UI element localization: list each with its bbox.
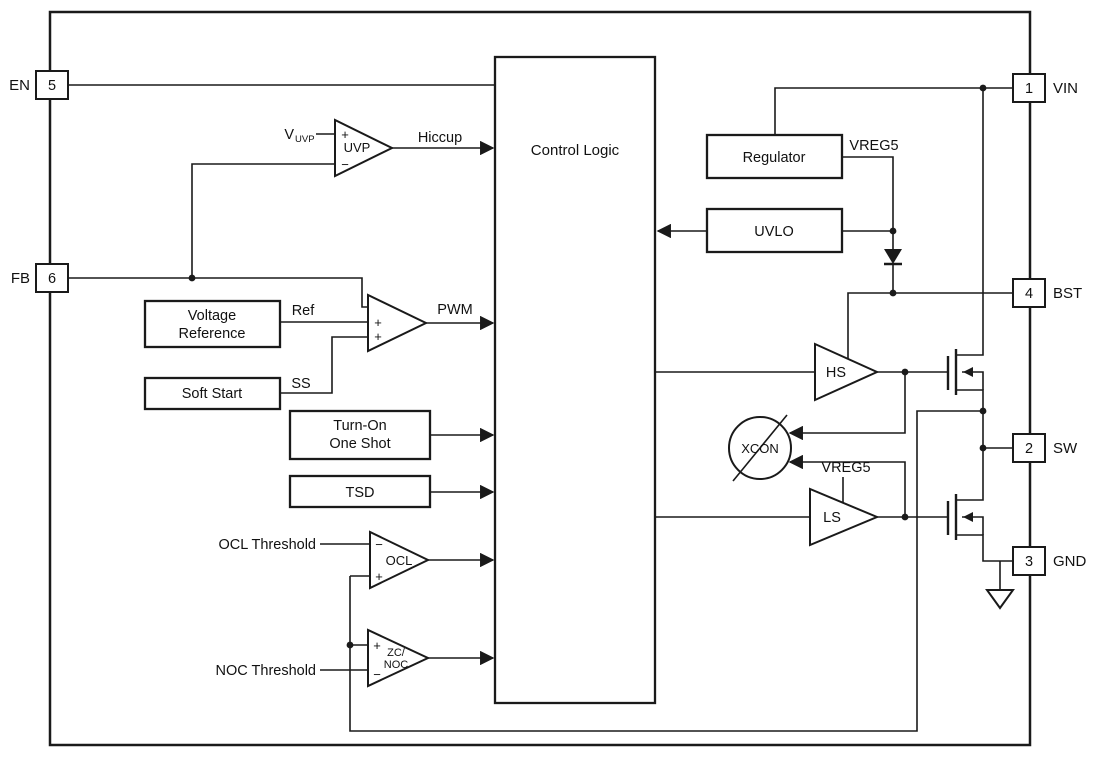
xcon-label: XCON bbox=[741, 441, 779, 456]
pin-label-en: EN bbox=[9, 77, 30, 94]
wire-vin bbox=[774, 87, 1013, 135]
tsd-label: TSD bbox=[346, 485, 375, 501]
vuvp-label: V bbox=[284, 127, 294, 143]
pin-label-sw: SW bbox=[1053, 440, 1078, 457]
pwm-comparator bbox=[367, 293, 429, 353]
pin-label-gnd: GND bbox=[1053, 553, 1087, 570]
pin-number-bst: 4 bbox=[1025, 286, 1033, 302]
pin-number-sw: 2 bbox=[1025, 441, 1033, 457]
wire-ls-source bbox=[956, 534, 1013, 562]
wire-ss bbox=[280, 336, 368, 394]
chip-boundary bbox=[48, 10, 1032, 747]
voltage-reference-label-2: Reference bbox=[179, 326, 246, 342]
junction-dot bbox=[901, 513, 909, 521]
junction-dot bbox=[188, 274, 196, 282]
control-logic-block bbox=[493, 55, 657, 705]
hs-driver-label: HS bbox=[826, 365, 846, 381]
xcon-slash bbox=[732, 414, 788, 482]
vreg5-ls-label: VREG5 bbox=[821, 460, 870, 476]
wire-hs-to-xcon bbox=[788, 372, 906, 441]
junction-dot bbox=[889, 289, 897, 297]
uvp-comparator bbox=[334, 118, 395, 178]
soft-start-label: Soft Start bbox=[182, 386, 242, 402]
pin-vin bbox=[1012, 73, 1046, 103]
pin-number-vin: 1 bbox=[1025, 81, 1033, 97]
pin-label-fb: FB bbox=[11, 270, 30, 287]
ocl-plus-sign: + bbox=[375, 569, 383, 584]
uvp-label: UVP bbox=[344, 140, 371, 155]
blocks bbox=[35, 55, 1046, 705]
hiccup-label: Hiccup bbox=[418, 130, 462, 146]
bootstrap-diode-symbol bbox=[884, 249, 902, 264]
junction-dot bbox=[901, 368, 909, 376]
ocl-minus-sign: − bbox=[375, 537, 383, 552]
hs-mosfet-body-arrow bbox=[963, 367, 973, 377]
junction-dot bbox=[979, 444, 987, 452]
pin-label-vin: VIN bbox=[1053, 80, 1078, 97]
uvp-minus-sign: − bbox=[341, 157, 349, 172]
regulator-block bbox=[705, 133, 844, 180]
vreg5-label: VREG5 bbox=[849, 138, 898, 154]
voltage-reference-block bbox=[143, 299, 282, 349]
turn-on-one-shot-block bbox=[288, 409, 432, 461]
pin-en bbox=[35, 70, 69, 100]
noc-minus-sign: − bbox=[373, 667, 381, 682]
junction-dot bbox=[979, 84, 987, 92]
pwm-plus-sign-2: + bbox=[374, 329, 382, 344]
labels: EN 5 FB 6 VIN 1 BST 4 SW 2 GND 3 Control… bbox=[9, 77, 1086, 682]
ground-symbol bbox=[985, 589, 1015, 610]
junction-dots bbox=[188, 84, 987, 649]
ocl-threshold-label: OCL Threshold bbox=[218, 537, 316, 553]
wire-fb-to-uvp bbox=[191, 163, 335, 278]
zc-noc-label-2: NOC bbox=[384, 659, 409, 671]
control-logic-label: Control Logic bbox=[531, 142, 620, 159]
junction-dot bbox=[889, 227, 897, 235]
ref-label: Ref bbox=[292, 303, 316, 319]
vuvp-subscript: UVP bbox=[295, 134, 315, 145]
wire-bst bbox=[847, 292, 1013, 359]
pwm-plus-sign-1: + bbox=[374, 315, 382, 330]
turn-on-label-1: Turn-On bbox=[333, 418, 386, 434]
pin-number-en: 5 bbox=[48, 78, 56, 94]
zc-noc-comparator bbox=[367, 628, 431, 688]
wire-current-sense bbox=[349, 410, 983, 732]
turn-on-label-2: One Shot bbox=[329, 436, 390, 452]
wire-fb bbox=[68, 277, 368, 308]
devices bbox=[884, 249, 1015, 610]
junction-dot bbox=[346, 641, 354, 649]
ocl-label: OCL bbox=[386, 553, 413, 568]
wire-sw-node bbox=[956, 389, 984, 501]
ls-mosfet-body-arrow bbox=[963, 512, 973, 522]
pin-number-fb: 6 bbox=[48, 271, 56, 287]
noc-plus-sign: + bbox=[373, 638, 381, 653]
ls-driver-label: LS bbox=[823, 510, 841, 526]
ocl-comparator bbox=[369, 530, 431, 590]
tsd-block bbox=[288, 474, 432, 509]
soft-start-block bbox=[143, 376, 282, 411]
uvp-plus-sign: + bbox=[341, 127, 349, 142]
uvlo-label: UVLO bbox=[754, 224, 794, 240]
noc-threshold-label: NOC Threshold bbox=[216, 663, 316, 679]
pin-number-gnd: 3 bbox=[1025, 554, 1033, 570]
ss-label: SS bbox=[291, 376, 310, 392]
wire-vin-to-drain bbox=[956, 88, 984, 356]
zc-noc-label-1: ZC/ bbox=[387, 647, 406, 659]
regulator-label: Regulator bbox=[743, 150, 806, 166]
junction-dot bbox=[979, 407, 987, 415]
pwm-label: PWM bbox=[437, 302, 472, 318]
voltage-reference-label-1: Voltage bbox=[188, 308, 236, 324]
wire-ls-to-xcon bbox=[788, 454, 906, 517]
pin-label-bst: BST bbox=[1053, 285, 1082, 302]
wire-regulator-output bbox=[842, 156, 894, 249]
wires bbox=[68, 84, 1013, 732]
